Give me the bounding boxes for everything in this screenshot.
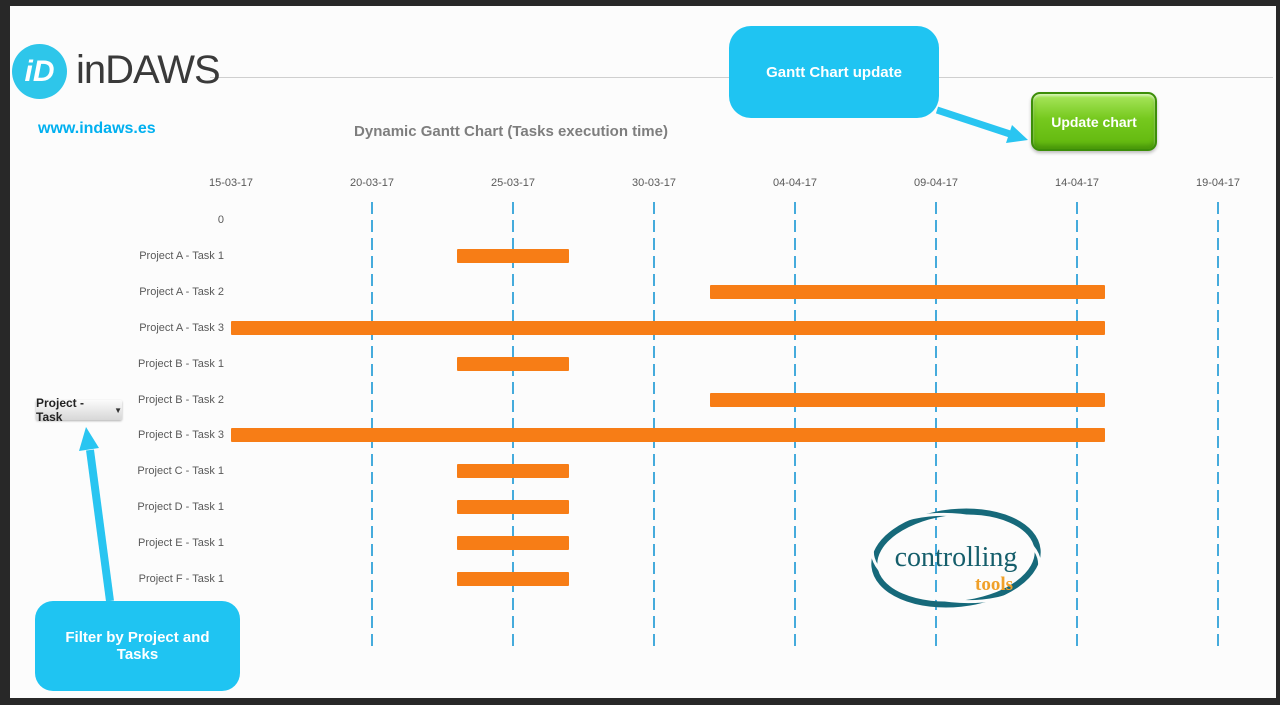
gantt-bar [710, 284, 1106, 299]
vertical-gridline [794, 202, 796, 652]
row-label: Project D - Task 1 [137, 501, 224, 514]
chevron-down-icon: ▼ [114, 405, 122, 415]
x-axis-tick-label: 15-03-17 [208, 177, 254, 189]
row-label: Project B - Task 3 [138, 429, 224, 442]
project-task-filter-dropdown[interactable]: Project - Task ▼ [36, 396, 122, 424]
row-label: 0 [217, 214, 224, 226]
website-link[interactable]: www.indaws.es [38, 120, 156, 137]
filter-dropdown-label: Project - Task [36, 396, 85, 424]
x-axis-tick-label: 25-03-17 [490, 177, 536, 189]
screen-border-right [1276, 0, 1280, 705]
row-label: Project A - Task 3 [139, 321, 224, 334]
gantt-bar [456, 464, 570, 479]
vertical-gridline [1217, 202, 1219, 652]
row-label: Project B - Task 2 [138, 393, 224, 406]
x-axis-tick-label: 19-04-17 [1195, 177, 1241, 189]
chart-title: Dynamic Gantt Chart (Tasks execution tim… [354, 123, 668, 140]
filter-callout-text: Filter by Project and Tasks [65, 629, 210, 663]
screen-border-left [0, 0, 10, 705]
row-label: Project F - Task 1 [138, 573, 224, 585]
filter-callout: Filter by Project and Tasks [35, 601, 240, 691]
row-label: Project B - Task 1 [138, 357, 224, 370]
controlling-tools-logo: controlling tools [870, 508, 1042, 608]
screen-border-top [0, 0, 1280, 6]
tools-text: tools [975, 574, 1013, 595]
update-callout-text: Gantt Chart update [766, 63, 902, 81]
vertical-gridline [935, 202, 937, 652]
screen-border-bottom [0, 698, 1280, 705]
gantt-bar [231, 320, 1106, 335]
vertical-gridline [512, 202, 514, 652]
vertical-gridline [371, 202, 373, 652]
controlling-text: controlling [895, 542, 1018, 573]
x-axis-tick-label: 30-03-17 [631, 177, 677, 189]
gantt-bar [456, 248, 570, 263]
gantt-bar [231, 428, 1106, 443]
gantt-bar [456, 572, 570, 586]
indaws-logo-text: inDAWS [76, 48, 221, 92]
update-chart-button[interactable]: Update chart [1031, 92, 1157, 151]
gantt-bar [456, 500, 570, 515]
vertical-gridline [653, 202, 655, 652]
x-axis-tick-label: 09-04-17 [913, 177, 959, 189]
row-label: Project E - Task 1 [138, 537, 224, 550]
gantt-bar [456, 536, 570, 551]
row-label: Project A - Task 1 [139, 249, 224, 262]
vertical-gridline [1076, 202, 1078, 652]
row-label: Project A - Task 2 [139, 285, 224, 298]
x-axis-tick-label: 20-03-17 [349, 177, 395, 189]
gantt-bar [710, 392, 1106, 407]
indaws-logo-icon: iD [12, 44, 67, 99]
x-axis-tick-label: 14-04-17 [1054, 177, 1100, 189]
gantt-bar [456, 356, 570, 371]
x-axis-tick-label: 04-04-17 [772, 177, 818, 189]
update-callout: Gantt Chart update [729, 26, 939, 118]
row-label: Project C - Task 1 [137, 465, 224, 478]
